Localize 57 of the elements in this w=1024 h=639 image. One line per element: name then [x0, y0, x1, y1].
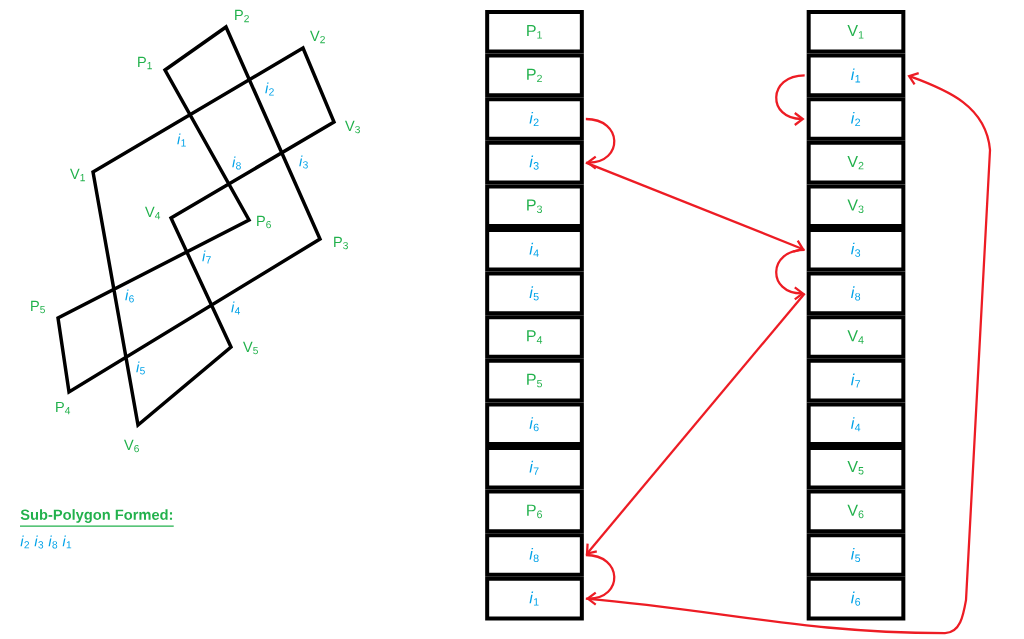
arrow	[585, 117, 616, 170]
list-cell: P$_{3}$	[485, 184, 584, 228]
arrow	[585, 72, 992, 635]
list-cell: i$_{7}$	[485, 446, 584, 490]
vertex-label: P$_{4}$	[56, 401, 71, 415]
list-cell: V$_{6}$	[806, 489, 906, 534]
vertex-label: P$_{6}$	[257, 215, 271, 229]
list-cell: i$_{8}$	[485, 533, 584, 577]
vertex-label: V$_{5}$	[243, 341, 258, 355]
list-cell: i$_{1}$	[485, 576, 584, 621]
vertex-label: V$_{3}$	[345, 120, 360, 134]
list-cell: i$_{3}$	[806, 228, 906, 272]
list-cell: i$_{6}$	[485, 402, 584, 446]
list-cell: P$_{1}$	[485, 10, 584, 54]
list-cell: i$_{6}$	[806, 576, 906, 621]
vertex-label: i$_{4}$	[231, 301, 241, 315]
list-cell: P$_{4}$	[485, 315, 584, 359]
vertex-label: V$_{6}$	[124, 439, 139, 453]
list-cell: i$_{2}$	[806, 97, 906, 141]
list-cell: i$_{5}$	[806, 533, 906, 577]
arrow	[585, 161, 805, 253]
vertex-label: i$_{2}$	[265, 82, 274, 96]
list-cell: i$_{2}$	[485, 97, 584, 141]
heading: Sub-Polygon Formed:	[19, 509, 175, 527]
vertex-label: P$_{1}$	[138, 56, 152, 70]
arrow	[775, 74, 805, 126]
vertex-label: V$_{4}$	[145, 206, 161, 220]
vertex-label: i$_{7}$	[202, 250, 211, 264]
list-cell: P$_{6}$	[485, 489, 584, 534]
list-cell: V$_{3}$	[806, 184, 906, 228]
vertex-label: P$_{2}$	[235, 9, 249, 23]
list-cell: i$_{7}$	[806, 358, 906, 403]
vertex-label: P$_{5}$	[31, 300, 45, 314]
list-cell: V$_{2}$	[806, 140, 906, 185]
list-cell: P$_{2}$	[485, 53, 584, 98]
sequence-text: i$_{2}$ i$_{3}$ i$_{8}$ i$_{1}$	[20, 535, 72, 549]
list-cell: i$_{1}$	[806, 53, 906, 98]
list-cell: P$_{5}$	[485, 358, 584, 403]
arrow	[585, 292, 806, 555]
vertex-label: i$_{5}$	[136, 361, 145, 375]
arrow	[585, 553, 616, 606]
vertex-label: i$_{3}$	[299, 155, 308, 169]
vertex-label: P$_{3}$	[334, 236, 348, 250]
list-cell: i$_{4}$	[485, 228, 584, 272]
list-cell: V$_{4}$	[806, 315, 906, 359]
list-cell: i$_{3}$	[485, 140, 584, 185]
list-cell: i$_{4}$	[806, 402, 906, 446]
list-cell: i$_{5}$	[485, 271, 584, 316]
vertex-label: i$_{1}$	[177, 133, 186, 147]
vertex-label: V$_{2}$	[310, 30, 325, 44]
vertex-label: V$_{1}$	[70, 168, 85, 182]
list-cell: V$_{5}$	[806, 446, 906, 490]
arrow	[775, 248, 805, 301]
list-cell: V$_{1}$	[806, 10, 906, 54]
list-cell: i$_{8}$	[806, 271, 906, 316]
vertex-label: i$_{8}$	[232, 156, 241, 170]
vertex-label: i$_{6}$	[125, 289, 134, 303]
